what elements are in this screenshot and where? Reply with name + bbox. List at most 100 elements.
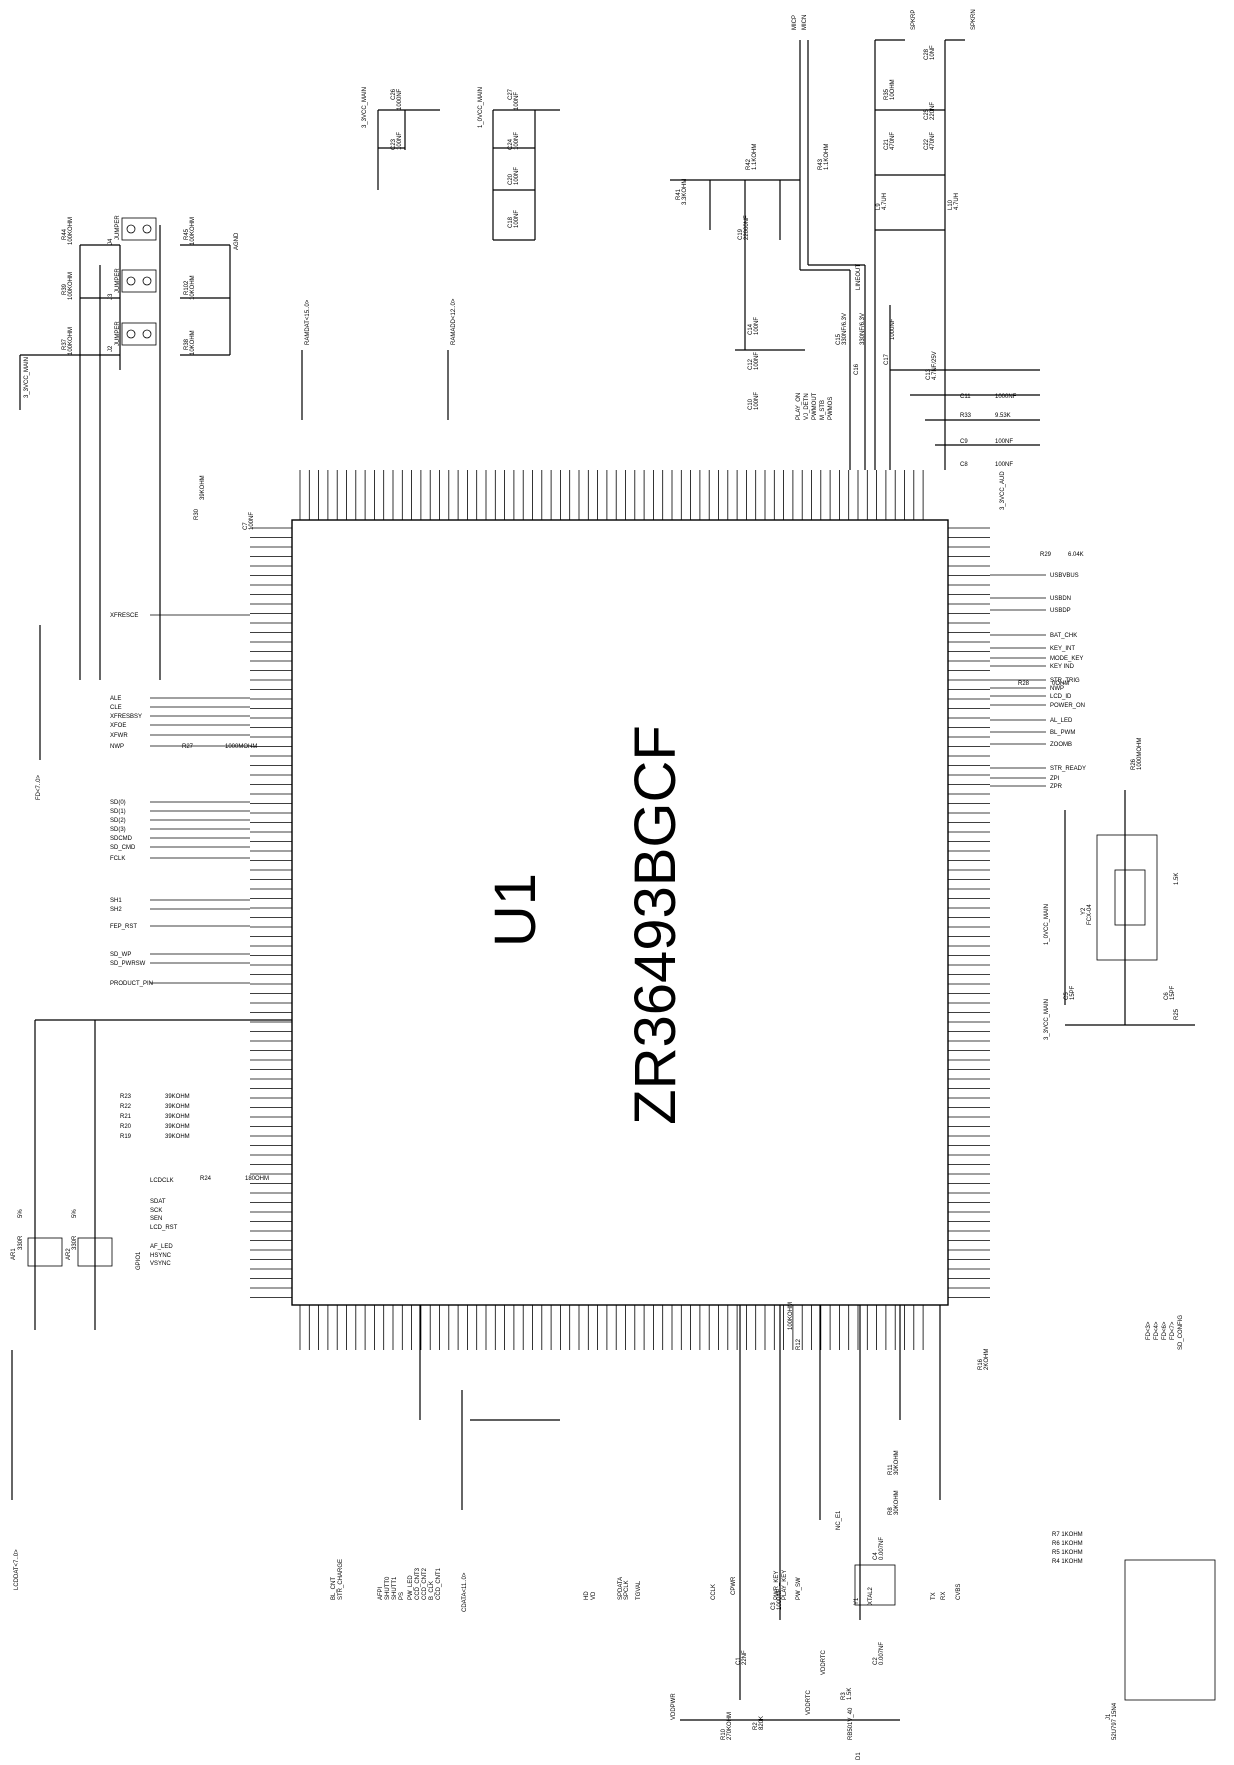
net-micn: MICN	[802, 15, 808, 30]
array-ar1-tol: 5%	[18, 1209, 24, 1218]
lcd-signal-label: HSYNC	[150, 1253, 172, 1259]
left-signal-label: XFRESBSY	[110, 714, 142, 720]
cap-c3: C3	[771, 1602, 777, 1610]
res-r27-val: 1000MOHM	[225, 744, 257, 750]
bottom-signal-label: SHUTT1	[392, 1576, 398, 1600]
array-ar2-tol: 5%	[72, 1209, 78, 1218]
cap-c1: C1	[736, 1657, 742, 1665]
connector-row-3: R5 1KOHM	[1052, 1550, 1083, 1556]
bottom-signal-label: PWR_KEY	[774, 1571, 780, 1600]
cap-c12: C12	[748, 358, 754, 370]
bottom-signal-label: TX	[931, 1592, 937, 1600]
left-signal-label: SD_CMD	[110, 845, 136, 851]
power-1v0-right: 1_0VCC_MAIN	[1044, 904, 1050, 945]
right-signal-label: STR_READY	[1050, 766, 1086, 772]
res-r29-val: 6.04K	[1068, 552, 1084, 558]
bottom-signal-group: PWR_KEY	[774, 1571, 780, 1600]
crystal-y2: Y2	[1081, 907, 1087, 915]
decoupling-caps: 3_3VCC_MAIN C26 1000NF C23 100NF 1_0VCC_…	[362, 87, 560, 241]
res-r37-val: 100KOHM	[68, 327, 74, 355]
crystal-y2-val: FCX-04	[1087, 904, 1093, 925]
left-signal-label: SDCMD	[110, 836, 133, 842]
jumper-j4-name: JUMPER	[115, 215, 121, 240]
right-signal-label: USBDP	[1050, 608, 1071, 614]
cap-c16-val: 330NF/6.3V	[860, 313, 866, 345]
net-fd6: FD<6>	[1162, 1321, 1168, 1340]
res-r42: R42	[746, 158, 752, 170]
cap-c8-val: 100NF	[995, 462, 1013, 468]
cap-c11-val: 1000NF	[995, 394, 1017, 400]
connector-j1: J1	[1106, 1713, 1112, 1720]
agnd-label: AGND	[234, 232, 240, 250]
cap-c14-val: 100NF	[754, 317, 760, 335]
net-fd4: FD<4>	[1154, 1321, 1160, 1340]
crystal-y1: Y1	[854, 1597, 860, 1605]
nc-e1-label: NC_E1	[836, 1510, 842, 1530]
left-signal-label: FEP_RST	[110, 924, 137, 930]
jumper-j3-ref: J3	[108, 293, 114, 300]
right-signal-label: STR_TRIG	[1050, 678, 1080, 684]
u1-designator: U1	[483, 873, 548, 947]
left-signal-labels: XFRESCEALECLEXFRESBSYXFOEXFWRNWPSD(0)SD(…	[110, 613, 250, 987]
net-fd3: FD<3>	[1146, 1321, 1152, 1340]
cap-c10-val: 100NF	[754, 392, 760, 410]
res-r41: R41	[676, 188, 682, 200]
res-r2-val: 820K	[759, 1716, 765, 1730]
res-r102-val: 10KOHM	[190, 275, 196, 300]
ind-l10-val: 4.7UH	[954, 193, 960, 210]
u1-body	[291, 519, 949, 1306]
res-r26-val: 1000MOHM	[1137, 738, 1143, 770]
res-r25: R25	[1174, 1008, 1180, 1020]
bottom-signal-label: PS	[399, 1592, 405, 1600]
power-label: 3_3VCC_MAIN	[24, 357, 30, 398]
cap-c13-val: 4.7NF/25V	[932, 351, 938, 380]
bottom-signal-group: CCLK	[711, 1584, 717, 1600]
res-r10: R10	[721, 1728, 727, 1740]
u1-part-number: ZR36493BGCF	[623, 725, 688, 1125]
u1-left-pins	[250, 527, 292, 1298]
net-spkrp: SPKRP	[911, 10, 917, 30]
cap-c20-val: 100NF	[514, 167, 520, 185]
cap-c12-val: 100NF	[754, 352, 760, 370]
left-signal-label: XFWR	[110, 733, 128, 739]
res-r38: R38	[184, 338, 190, 350]
right-signal-label: USBDN	[1050, 596, 1071, 602]
ind-l9: L9	[876, 203, 882, 210]
cap-c6-val: 15PF	[1170, 985, 1176, 1000]
bottom-signal-label: PW_SW	[796, 1577, 802, 1600]
cap-c4: C4	[873, 1552, 879, 1560]
res-r35-val: 10OHM	[890, 79, 896, 100]
array-ar1-val: 330R	[18, 1235, 24, 1250]
res-r21-val: 39KOHM	[165, 1114, 190, 1120]
bottom-signal-label: STR_CHARGE	[338, 1559, 344, 1600]
cap-c22: C22	[924, 138, 930, 150]
jumper-j2-ref: J2	[108, 345, 114, 352]
res-r8-val: 30KOHM	[894, 1490, 900, 1515]
cap-c14: C14	[748, 323, 754, 335]
diode-d1-part: RB501V_40	[848, 1707, 854, 1740]
cap-c11: C11	[960, 394, 971, 400]
jumper-j3-name: JUMPER	[115, 268, 121, 293]
res-r102: R102	[184, 280, 190, 295]
bottom-signal-label: CCD_CNT1	[436, 1567, 442, 1600]
res-r16-val: 2KOHM	[984, 1349, 990, 1370]
res-r22: R22	[120, 1104, 132, 1110]
res-r3-val: 1.5K	[847, 1688, 853, 1700]
bus-ramdat: RAMDAT<15..0>	[305, 299, 311, 345]
cap-c8: C8	[960, 462, 968, 468]
left-signal-label: SD(2)	[110, 818, 126, 824]
lcd-signal-label: VSYNC	[150, 1261, 171, 1267]
res-r12-val: 100KOHM	[788, 1302, 794, 1330]
res-r39-val: 100KOHM	[68, 272, 74, 300]
bottom-signal-label: PLAY_KEY	[782, 1570, 788, 1600]
u1-right-pins	[948, 527, 990, 1298]
cap-c17: C17	[884, 353, 890, 365]
jumper-j2-name: JUMPER	[115, 321, 121, 346]
cap-c2-val: 0.007NF	[879, 1642, 885, 1665]
net-fd7: FD<7>	[1170, 1321, 1176, 1340]
lcd-signal-label: LCD_RST	[150, 1225, 178, 1231]
res-r8: R8	[888, 1507, 894, 1515]
cap-c9-val: 100NF	[995, 439, 1013, 445]
